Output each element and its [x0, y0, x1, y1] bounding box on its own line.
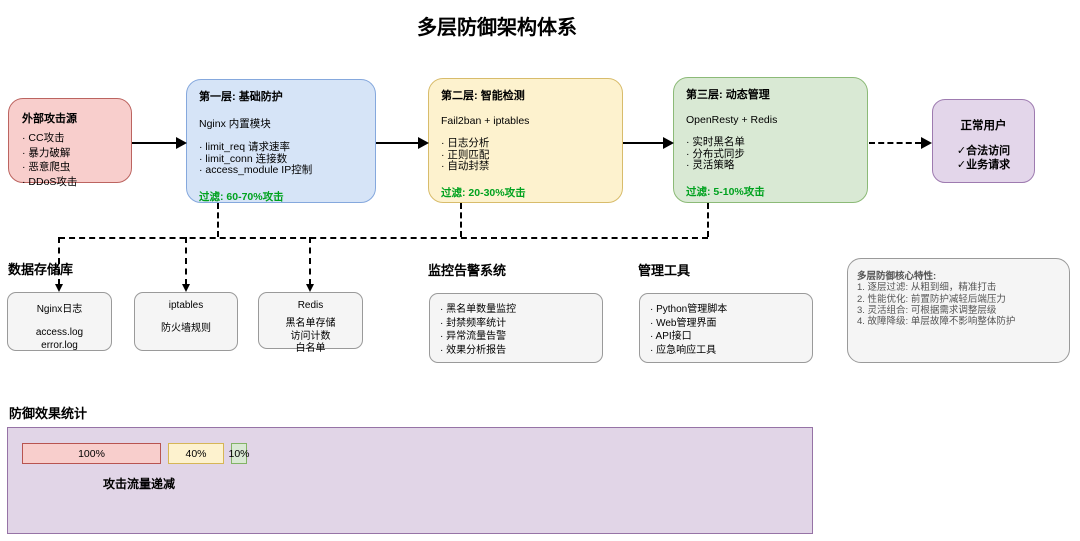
storage-box-line: 防火墙规则: [161, 323, 211, 334]
attack-source-item: · 恶意爬虫: [22, 161, 71, 173]
management-box: · Python管理脚本 · Web管理界面 · API接口 · 应急响应工具: [639, 293, 813, 363]
management-item: · 应急响应工具: [650, 344, 717, 356]
dashed-line-to-redis: [309, 237, 311, 285]
layer1-title: 第一层: 基础防护: [199, 91, 283, 103]
node-normal-users: 正常用户 ✓合法访问 ✓业务请求: [932, 99, 1035, 183]
monitoring-item: · 封禁频率统计: [440, 317, 507, 329]
storage-box-redis: Redis 黑名单存储 访问计数 白名单: [258, 292, 363, 354]
dashed-line-layer3-down: [707, 203, 709, 237]
page-title: 多层防御架构体系: [417, 17, 577, 39]
core-feature-item: 4. 故障降级: 单层故障不影响整体防护: [857, 316, 1016, 328]
dashed-line-layer2-down: [460, 203, 462, 237]
storage-box-title: Nginx日志: [36, 304, 83, 315]
stats-caption: 攻击流量递减: [103, 477, 176, 491]
core-features-title: 多层防御核心特性:: [857, 271, 937, 282]
core-feature-item: 3. 灵活组合: 可根据需求调整层级: [857, 304, 997, 316]
monitoring-item: · 异常流量告警: [440, 331, 507, 343]
stats-panel: [7, 427, 813, 534]
storage-box-line: 黑名单存储: [285, 318, 336, 329]
management-item: · Python管理脚本: [650, 304, 728, 315]
attack-source-item: · 暴力破解: [22, 146, 71, 159]
stats-bar-10: 10%: [229, 443, 250, 464]
storage-box-line: 白名单: [295, 343, 326, 355]
arrow-layer2-to-layer3: [623, 141, 664, 145]
layer2-item: · 日志分析: [441, 137, 490, 149]
arrow-attack-to-layer1: [132, 141, 177, 145]
arrow-layer3-to-users-dashed: [869, 141, 921, 144]
monitoring-section-label: 监控告警系统: [428, 263, 507, 278]
arrowhead-down-icon: [305, 284, 314, 292]
stats-section-label: 防御效果统计: [9, 406, 88, 421]
attack-source-item: · CC攻击: [22, 132, 65, 144]
arrowhead-down-icon: [181, 284, 190, 292]
dashed-line-horizontal: [59, 237, 708, 239]
storage-box-iptables: iptables 防火墙规则: [134, 292, 238, 351]
node-layer2-smart-detection: 第二层: 智能检测 Fail2ban + iptables · 日志分析 · 正…: [428, 78, 623, 203]
normal-users-item: ✓合法访问: [956, 145, 1011, 157]
core-feature-item: 2. 性能优化: 前置防护减轻后端压力: [857, 293, 1006, 305]
layer3-title: 第三层: 动态管理: [686, 89, 770, 101]
monitoring-box: · 黑名单数量监控 · 封禁频率统计 · 异常流量告警 · 效果分析报告: [429, 293, 603, 363]
arrowhead-down-icon: [54, 284, 63, 292]
management-item: · Web管理界面: [650, 317, 717, 329]
storage-box-nginx-log: Nginx日志 access.log error.log: [7, 292, 112, 351]
attack-source-title: 外部攻击源: [22, 113, 77, 125]
layer3-item: · 灵活策略: [686, 159, 735, 172]
layer3-filter-rate: 过滤: 5-10%攻击: [686, 185, 765, 198]
management-item: · API接口: [650, 331, 692, 343]
dashed-line-to-nginx-log: [58, 237, 60, 285]
layer1-item: · limit_req 请求速率: [199, 141, 291, 153]
layer2-item: · 自动封禁: [441, 160, 490, 173]
arrowhead-icon: [921, 137, 932, 149]
core-feature-item: 1. 逐层过滤: 从粗到细，精准打击: [857, 282, 997, 294]
node-layer1-basic-protection: 第一层: 基础防护 Nginx 内置模块 · limit_req 请求速率 · …: [186, 79, 376, 203]
layer2-title: 第二层: 智能检测: [441, 90, 525, 102]
layer2-item: · 正则匹配: [441, 148, 490, 161]
monitoring-item: · 效果分析报告: [440, 344, 507, 356]
monitoring-item: · 黑名单数量监控: [440, 304, 517, 315]
storage-section-label: 数据存储库: [8, 262, 74, 277]
arrowhead-icon: [663, 137, 674, 149]
layer1-item: · limit_conn 连接数: [199, 152, 288, 165]
dashed-line-layer1-down: [217, 203, 219, 237]
management-section-label: 管理工具: [638, 263, 691, 278]
node-layer3-dynamic-management: 第三层: 动态管理 OpenResty + Redis · 实时黑名单 · 分布…: [673, 77, 868, 203]
layer3-subtitle: OpenResty + Redis: [686, 114, 778, 126]
core-features-box: 多层防御核心特性: 1. 逐层过滤: 从粗到细，精准打击 2. 性能优化: 前置…: [847, 258, 1070, 363]
storage-box-line: error.log: [41, 339, 78, 351]
storage-box-title: iptables: [168, 300, 204, 311]
layer2-filter-rate: 过滤: 20-30%攻击: [441, 186, 526, 199]
layer1-subtitle: Nginx 内置模块: [199, 118, 271, 130]
stats-bar-100: 100%: [22, 443, 161, 464]
storage-box-line: access.log: [35, 327, 84, 338]
layer3-item: · 实时黑名单: [686, 136, 745, 148]
attack-source-item: · DDoS攻击: [22, 175, 78, 188]
dashed-line-to-iptables: [185, 237, 187, 285]
layer1-item: · access_module IP控制: [199, 164, 313, 177]
arrowhead-icon: [418, 137, 429, 149]
node-attack-source: 外部攻击源 · CC攻击 · 暴力破解 · 恶意爬虫 · DDoS攻击: [8, 98, 132, 188]
normal-users-item: ✓业务请求: [956, 158, 1011, 171]
layer3-item: · 分布式同步: [686, 147, 745, 160]
layer2-subtitle: Fail2ban + iptables: [441, 115, 530, 127]
arrowhead-icon: [176, 137, 187, 149]
layer1-filter-rate: 过滤: 60-70%攻击: [199, 190, 284, 203]
normal-users-title: 正常用户: [960, 120, 1007, 132]
stats-bar-40: 40%: [168, 443, 224, 464]
storage-box-line: 访问计数: [290, 330, 331, 342]
storage-box-title: Redis: [297, 300, 324, 311]
arrow-layer1-to-layer2: [376, 141, 419, 145]
